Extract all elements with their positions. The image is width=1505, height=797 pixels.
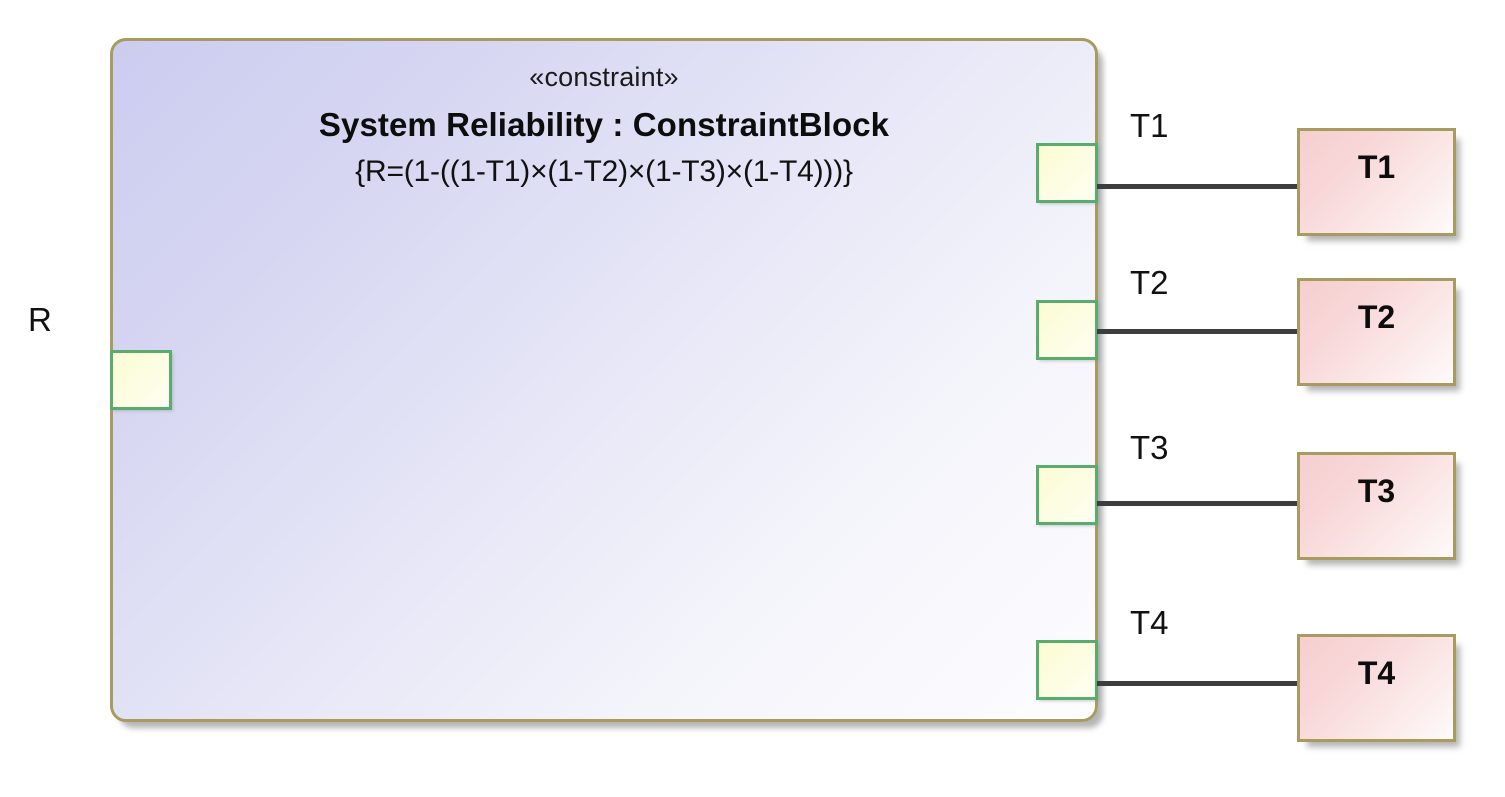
constraint-parameter-port-t1[interactable] xyxy=(1036,143,1098,203)
port-label-t2: T2 xyxy=(1130,264,1169,301)
connector-t2[interactable] xyxy=(1097,329,1300,334)
constraint-block[interactable]: «constraint» System Reliability : Constr… xyxy=(110,38,1098,722)
value-box-label-t3: T3 xyxy=(1357,473,1396,509)
constraint-parameter-port-t2[interactable] xyxy=(1036,300,1098,360)
port-label-t3: T3 xyxy=(1130,429,1169,466)
value-box-t2[interactable]: T2 xyxy=(1297,278,1456,386)
constraint-stereotype: «constraint» xyxy=(529,62,679,92)
value-box-label-t1: T1 xyxy=(1357,149,1396,185)
constraint-parameter-port-t3[interactable] xyxy=(1036,465,1098,525)
connector-t3[interactable] xyxy=(1097,501,1300,506)
value-box-t4[interactable]: T4 xyxy=(1297,634,1456,742)
constraint-parameter-port-t4[interactable] xyxy=(1036,640,1098,700)
value-box-label-t2: T2 xyxy=(1357,299,1396,335)
constraint-block-title: System Reliability : ConstraintBlock xyxy=(318,105,890,143)
port-label-t4: T4 xyxy=(1130,604,1169,641)
constraint-block-header: «constraint» System Reliability : Constr… xyxy=(113,61,1095,193)
value-box-label-t4: T4 xyxy=(1357,655,1396,691)
connector-t4[interactable] xyxy=(1097,681,1300,686)
constraint-expression: {R=(1-((1-T1)×(1-T2)×(1-T3)×(1-T4)))} xyxy=(355,154,853,188)
connector-t1[interactable] xyxy=(1097,184,1300,189)
port-label-t1: T1 xyxy=(1130,107,1169,144)
value-box-t1[interactable]: T1 xyxy=(1297,128,1456,236)
port-label-r: R xyxy=(28,301,52,338)
value-box-t3[interactable]: T3 xyxy=(1297,452,1456,560)
constraint-parameter-port-r[interactable] xyxy=(110,350,172,410)
